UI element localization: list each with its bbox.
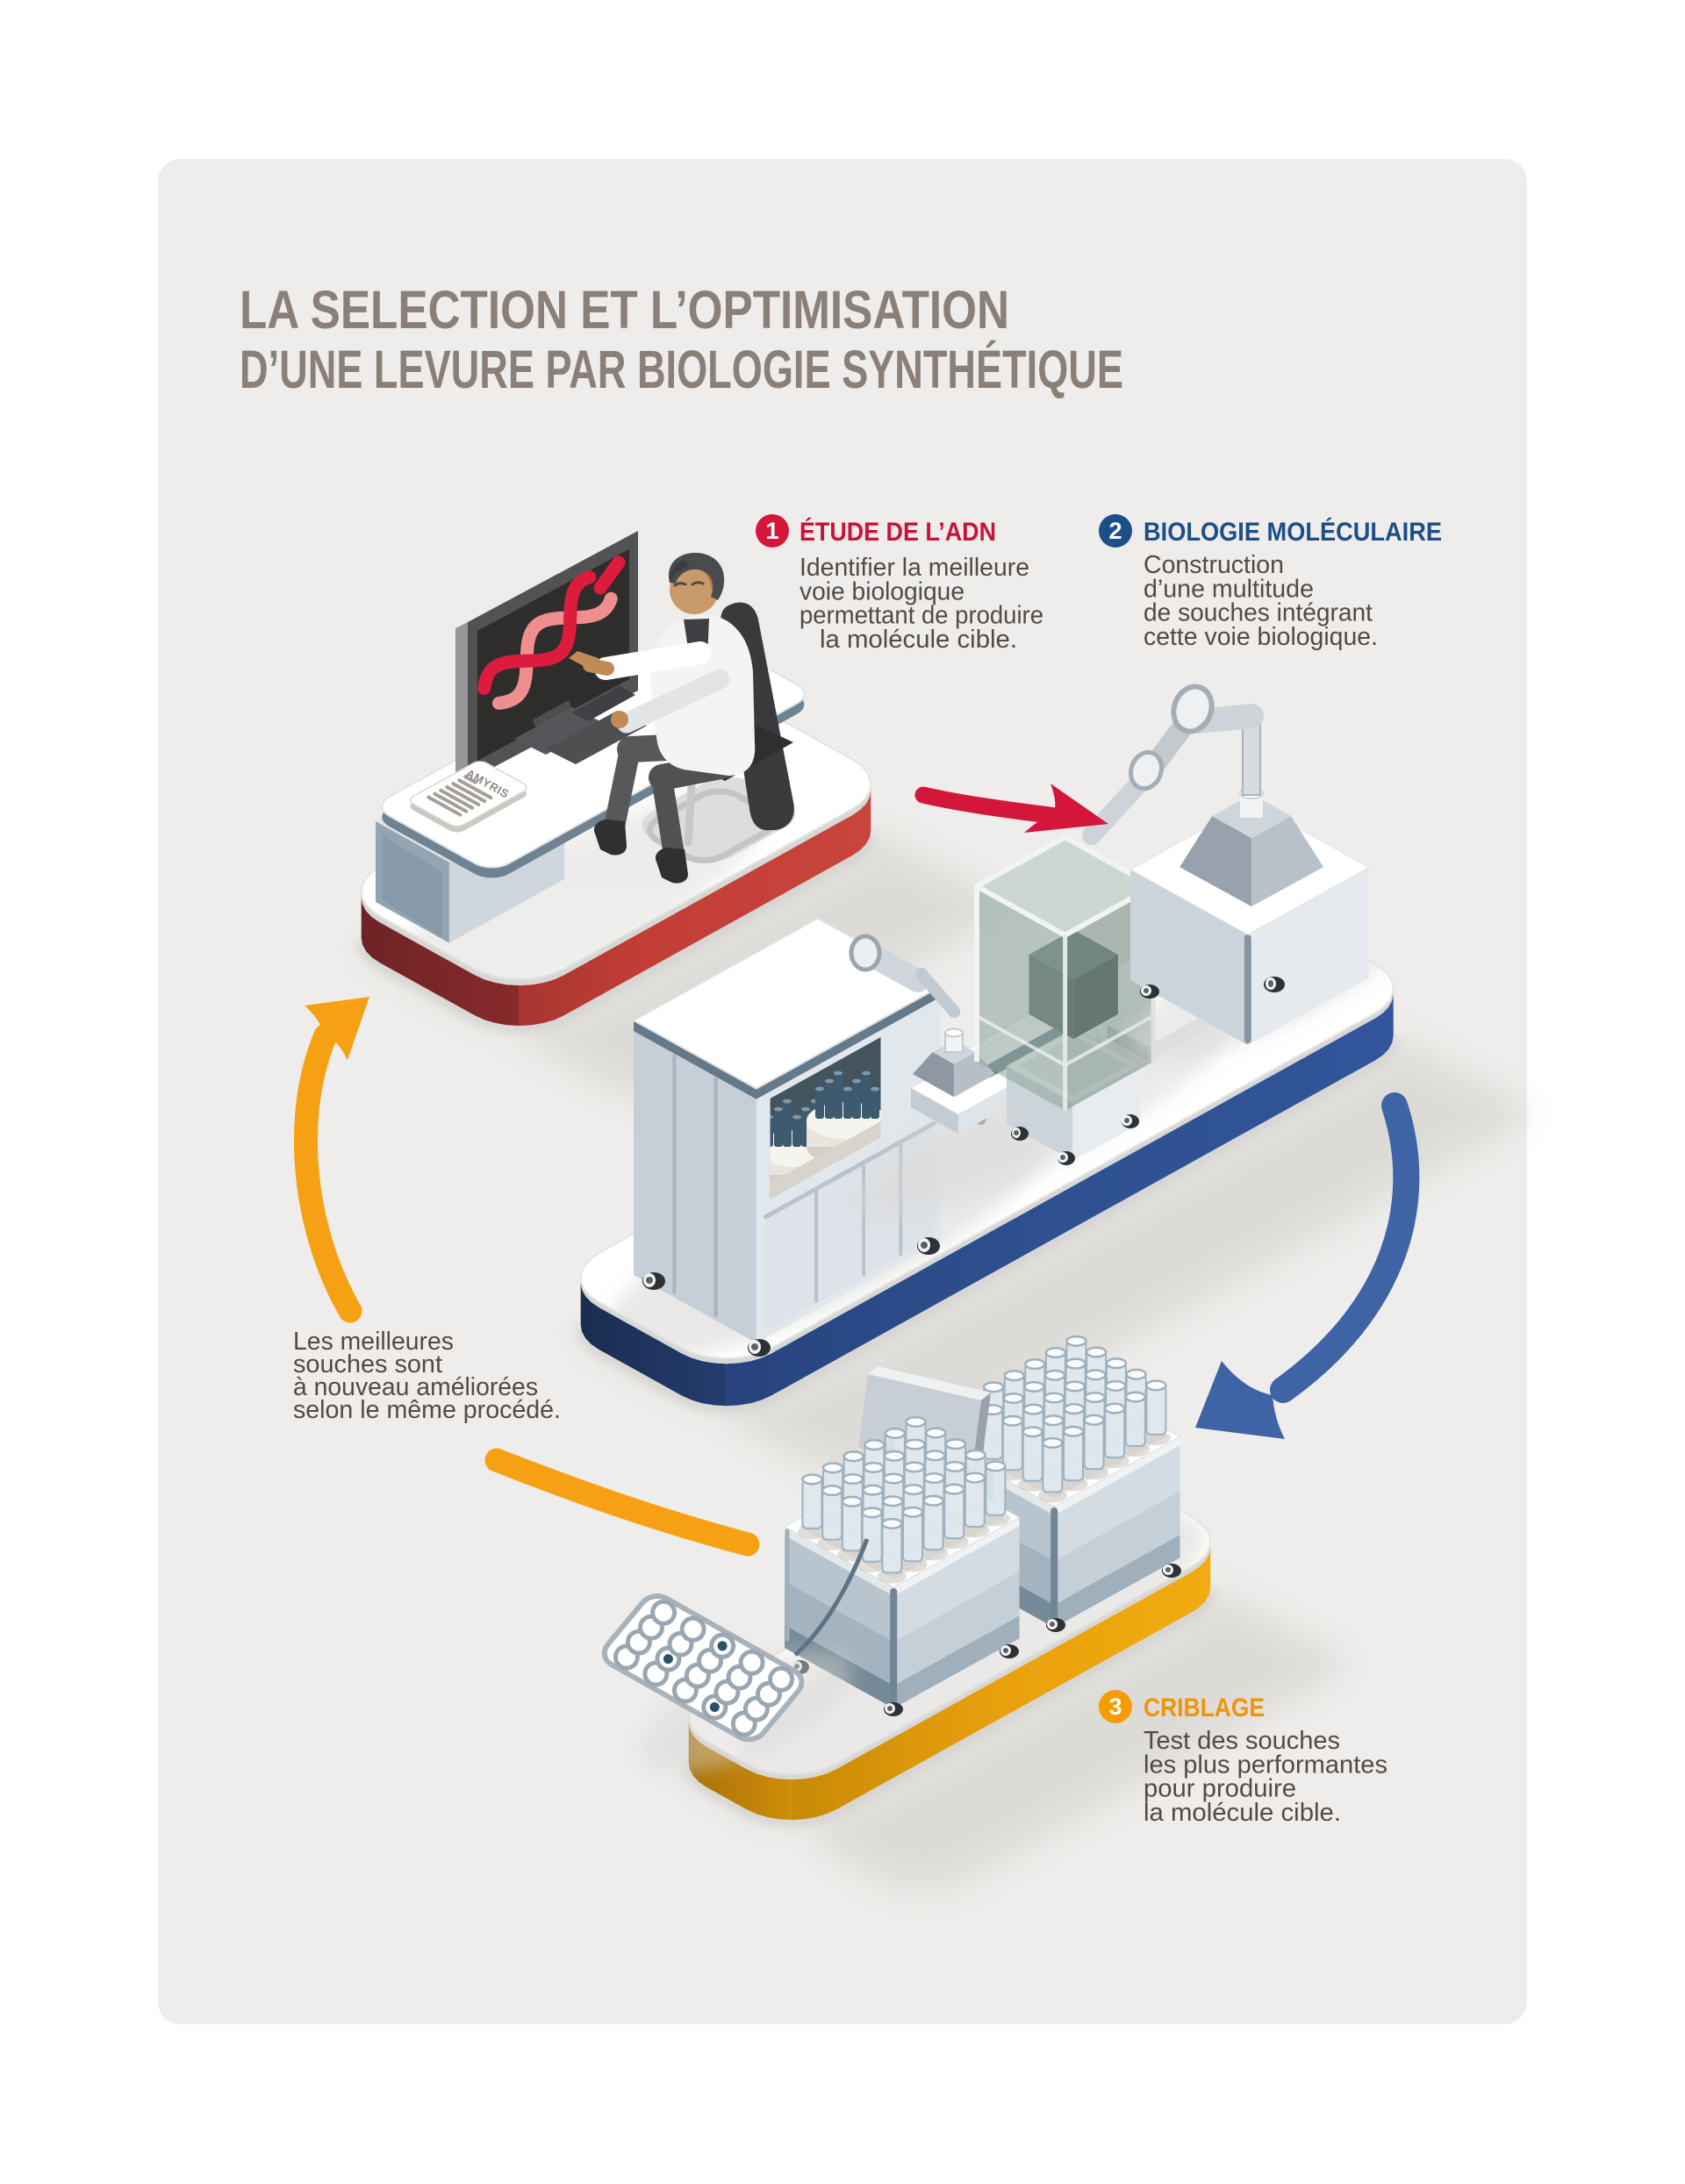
svg-text:à nouveau améliorées: à nouveau améliorées	[293, 1373, 538, 1401]
svg-text:cette voie biologique.: cette voie biologique.	[1144, 623, 1378, 651]
svg-text:LA SELECTION ET L’OPTIMISATION: LA SELECTION ET L’OPTIMISATION	[240, 280, 1009, 340]
svg-text:BIOLOGIE MOLÉCULAIRE: BIOLOGIE MOLÉCULAIRE	[1144, 517, 1442, 547]
svg-text:la molécule cible.: la molécule cible.	[820, 626, 1017, 654]
svg-text:1: 1	[765, 518, 778, 544]
svg-text:CRIBLAGE: CRIBLAGE	[1144, 1693, 1265, 1722]
svg-text:souches sont: souches sont	[293, 1350, 442, 1378]
svg-text:3: 3	[1108, 1693, 1122, 1720]
svg-text:Test des souches: Test des souches	[1144, 1727, 1340, 1755]
svg-text:2: 2	[1108, 518, 1122, 544]
svg-text:D’UNE LEVURE PAR BIOLOGIE SYNT: D’UNE LEVURE PAR BIOLOGIE SYNTHÉTIQUE	[240, 340, 1123, 399]
svg-text:ÉTUDE DE L’ADN: ÉTUDE DE L’ADN	[799, 517, 996, 547]
svg-text:de souches intégrant: de souches intégrant	[1144, 599, 1373, 627]
svg-text:d’une multitude: d’une multitude	[1144, 575, 1314, 603]
svg-text:les plus performantes: les plus performantes	[1144, 1751, 1387, 1779]
svg-text:la molécule cible.: la molécule cible.	[1144, 1799, 1341, 1827]
svg-text:pour produire: pour produire	[1144, 1775, 1296, 1803]
svg-text:Les meilleures: Les meilleures	[293, 1328, 454, 1356]
svg-text:selon le même procédé.: selon le même procédé.	[293, 1396, 561, 1424]
svg-text:permettant de produire: permettant de produire	[799, 602, 1043, 630]
svg-text:voie biologique: voie biologique	[799, 577, 964, 605]
svg-text:Identifier la meilleure: Identifier la meilleure	[799, 554, 1029, 582]
svg-text:Construction: Construction	[1144, 551, 1284, 579]
